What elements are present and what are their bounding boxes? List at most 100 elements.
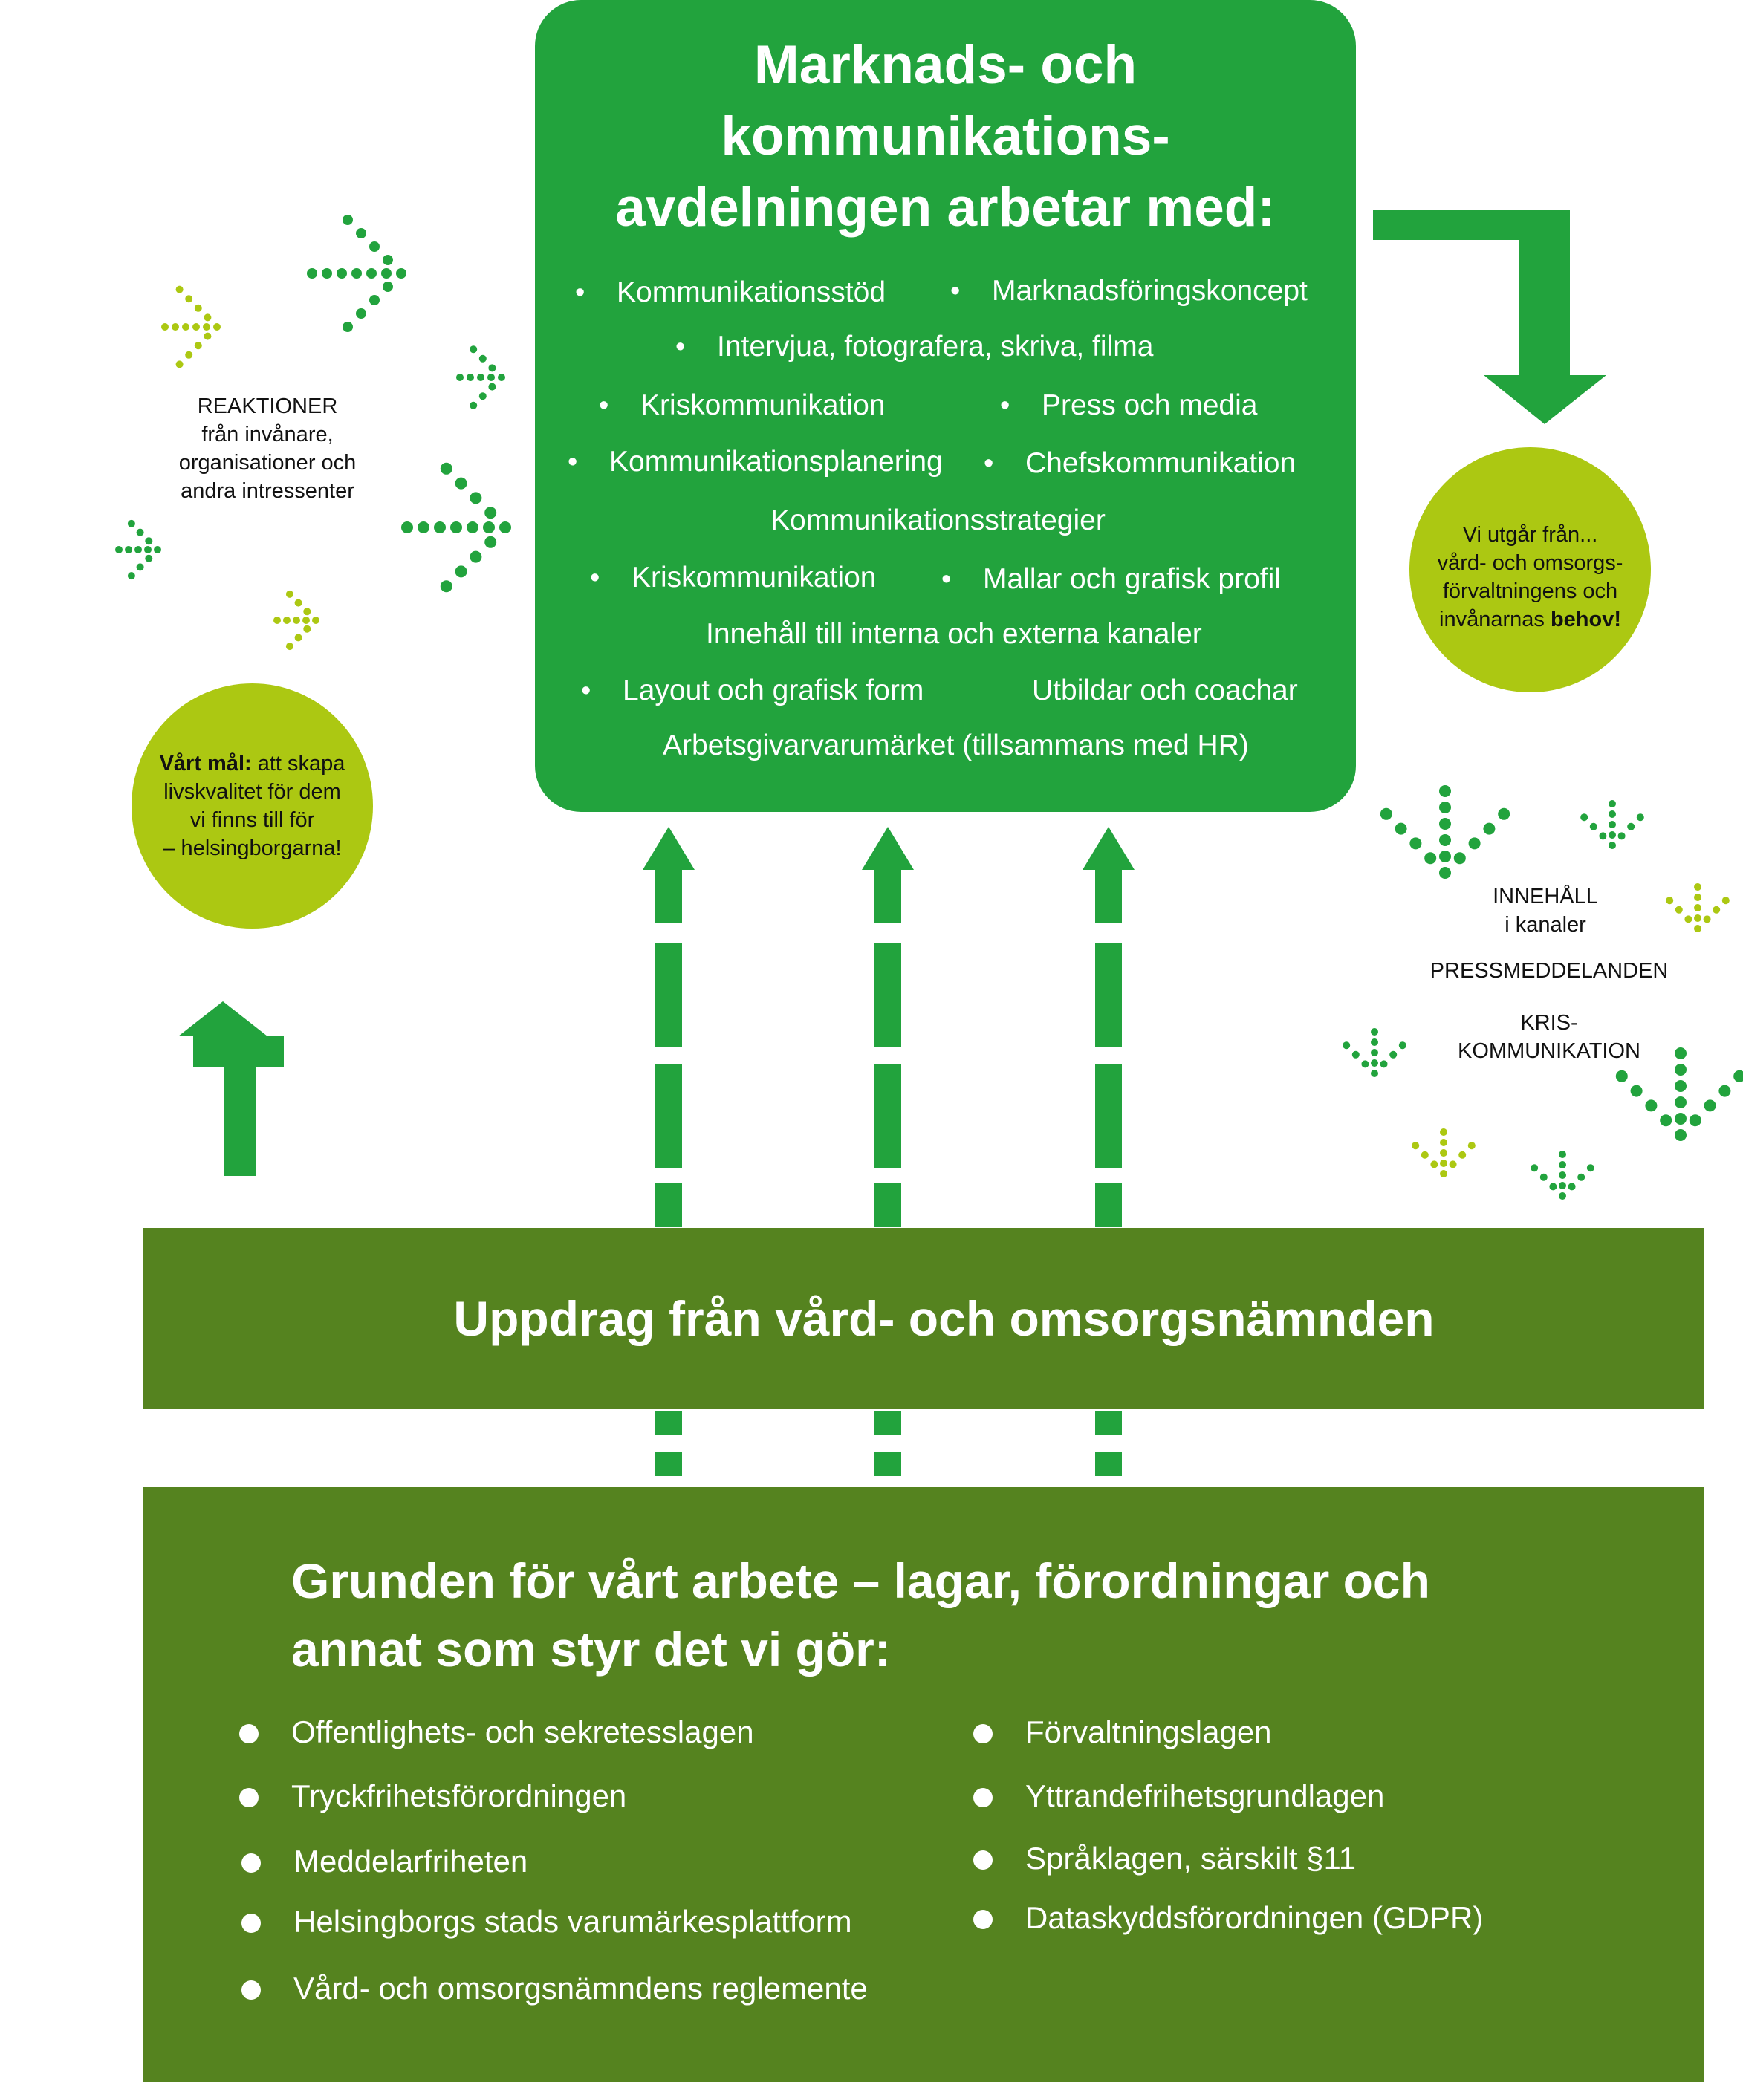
- arrow-dot: [1371, 1070, 1378, 1077]
- arrow-dot: [1589, 822, 1597, 830]
- arrow-dot: [1439, 834, 1451, 846]
- arrow-dot: [192, 323, 200, 331]
- item-layout: Layout och grafisk form: [581, 673, 924, 709]
- arrow-dot: [1609, 821, 1616, 828]
- mandate-band: Uppdrag från vård- och omsorgsnämnden: [143, 1228, 1704, 1409]
- arrow-dot: [434, 521, 446, 533]
- arrow-dot: [440, 580, 452, 593]
- arrow-dot: [303, 625, 311, 633]
- arrow-dot: [455, 565, 467, 578]
- title-line-2: kommunikations-: [721, 106, 1170, 166]
- dotted-arrows: [115, 215, 1743, 1200]
- arrow-dot: [1468, 837, 1481, 850]
- arrow-dot: [1458, 1151, 1467, 1159]
- arrow-dot: [1609, 800, 1616, 807]
- arrow-dot: [1577, 1173, 1585, 1181]
- arrow-dot: [182, 323, 189, 331]
- arrow-dot: [1440, 1170, 1447, 1177]
- arrow-dot: [356, 228, 366, 238]
- arrow-dot: [1675, 1080, 1687, 1092]
- arrow-dot: [1559, 1151, 1566, 1158]
- arrow-dot: [302, 617, 310, 624]
- item-utbildar: Utbildar och coachar: [1032, 674, 1298, 706]
- arrow-dot: [1539, 1173, 1548, 1181]
- arrow-dot: [1617, 832, 1626, 840]
- item-kriskommunikation-2: Kriskommunikation: [590, 560, 877, 596]
- innehall-label: INNEHÅLL i kanaler: [1493, 885, 1598, 937]
- arrow-dot: [369, 295, 380, 305]
- arrow-dot: [343, 322, 353, 332]
- item-press: Press och media: [1000, 388, 1258, 423]
- arrow-dot: [1599, 832, 1607, 840]
- arrow-dot: [1424, 852, 1437, 865]
- arrow-dot: [204, 332, 212, 340]
- arrow-dot: [450, 521, 462, 533]
- arrow-dot: [1439, 818, 1451, 830]
- arrow-dot: [285, 643, 293, 651]
- arrow-dot: [343, 215, 353, 225]
- arrow-dot: [369, 241, 380, 252]
- item-planering: Kommunikationsplanering: [568, 444, 943, 480]
- arrow-dot: [470, 550, 482, 563]
- arrow-dot: [1440, 1128, 1447, 1136]
- arrow-dot: [294, 634, 302, 642]
- item-intervjua: Intervjua, fotografera, skriva, filma: [675, 329, 1153, 365]
- arrow-dot: [1675, 1064, 1687, 1076]
- arrow-dot: [356, 308, 366, 319]
- arrow-dot: [1439, 867, 1451, 879]
- arrow-dot: [203, 323, 210, 331]
- arrow-dot: [467, 374, 474, 381]
- pressmeddelanden-label: PRESSMEDDELANDEN: [1429, 959, 1669, 983]
- title-line-3: avdelningen arbetar med:: [615, 178, 1276, 238]
- arrow-dot: [1439, 785, 1451, 797]
- kriskommunikation-label: KRIS- KOMMUNIKATION: [1458, 1011, 1640, 1063]
- arrow-dot: [1609, 842, 1616, 849]
- arrow-dot: [1412, 1142, 1420, 1150]
- arrow-dot: [1694, 904, 1701, 911]
- arrow-dot: [154, 546, 161, 553]
- arrow-dot: [144, 546, 152, 553]
- arrow-dot: [303, 608, 311, 616]
- needs-circle: Vi utgår från... vård- och omsorgs- förv…: [1409, 447, 1651, 692]
- arrow-dot: [1703, 915, 1711, 923]
- item-kommunikationsstod: Kommunikationsstöd: [575, 275, 886, 311]
- arrow-dot: [1630, 1085, 1643, 1097]
- arrow-dot: [396, 268, 406, 279]
- elbow-arrow: [1373, 210, 1606, 424]
- arrow-dot: [1675, 1113, 1687, 1125]
- arrow-dot: [1559, 1192, 1566, 1200]
- arrow-dot: [401, 521, 413, 533]
- arrow-dot: [1371, 1028, 1378, 1036]
- arrow-dot: [1660, 1114, 1672, 1127]
- arrow-dot: [1371, 1059, 1378, 1067]
- arrow-dot: [470, 345, 478, 354]
- arrow-dot: [1351, 1050, 1360, 1059]
- arrow-dot: [1440, 1160, 1447, 1167]
- arrow-dot: [283, 617, 290, 624]
- arrow-dot: [383, 282, 393, 292]
- arrow-dot: [145, 537, 153, 545]
- arrow-dot: [1675, 1129, 1687, 1141]
- arrow-dot: [1449, 1160, 1457, 1168]
- arrow-dot: [312, 617, 319, 624]
- up-arrow-goal: [178, 1001, 284, 1176]
- item-marknadsforingskoncept: Marknadsföringskoncept: [950, 273, 1308, 309]
- arrow-dot: [1694, 894, 1701, 901]
- arrow-dot: [172, 323, 179, 331]
- arrow-dot: [1568, 1183, 1576, 1191]
- arrow-dot: [1467, 1142, 1476, 1150]
- arrow-dot: [1645, 1099, 1658, 1112]
- arrow-dot: [293, 617, 300, 624]
- arrow-dot: [498, 374, 505, 381]
- arrow-dot: [1531, 1164, 1539, 1172]
- arrow-dot: [483, 521, 495, 533]
- arrow-dot: [1409, 837, 1422, 850]
- arrow-dot: [136, 528, 144, 536]
- foundation-title: Grunden för vårt arbete – lagar, förordn…: [291, 1553, 1430, 1677]
- dashed-up-arrows: [643, 827, 1135, 1476]
- foundation-block: Grunden för vårt arbete – lagar, förordn…: [143, 1487, 1704, 2082]
- arrow-dot: [204, 313, 212, 322]
- arrow-dot: [1675, 1047, 1687, 1059]
- arrow-dot: [1398, 1041, 1406, 1050]
- arrow-dot: [1586, 1164, 1594, 1172]
